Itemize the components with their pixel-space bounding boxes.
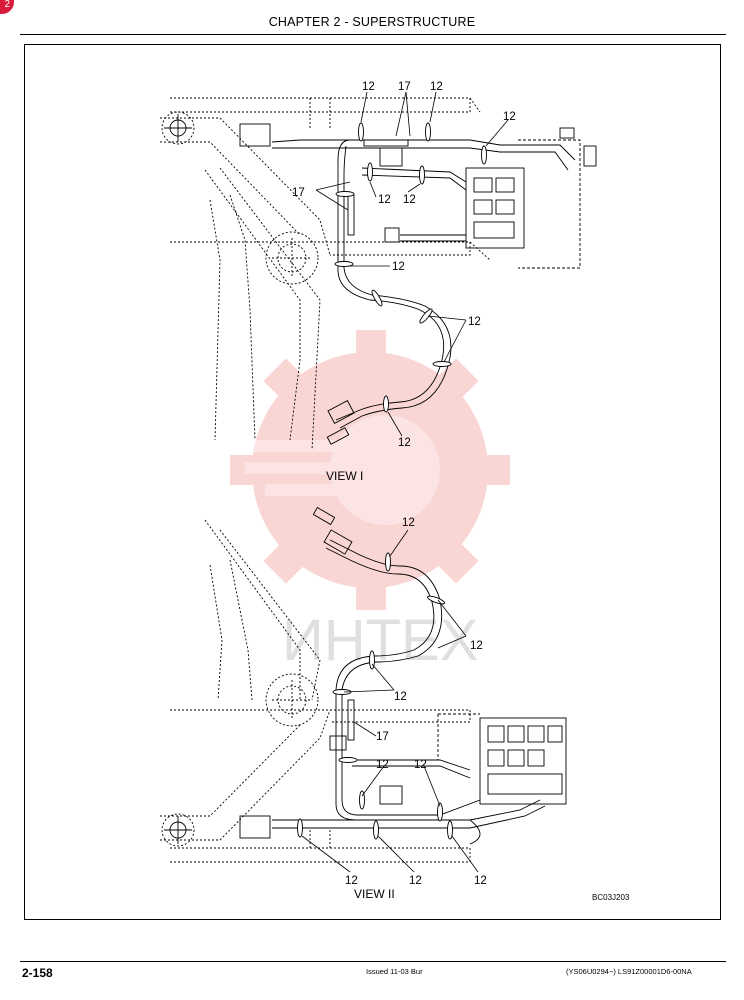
view-1-leaders — [315, 91, 509, 437]
callout-12: 12 — [430, 81, 443, 93]
view-2-callouts: 12 12 12 17 12 12 12 12 12 — [345, 517, 487, 887]
callout-12: 12 — [392, 261, 405, 273]
view-1-label: VIEW I — [326, 469, 363, 483]
figure-frame — [24, 44, 721, 920]
callout-17: 17 — [292, 187, 305, 199]
callout-12: 12 — [503, 111, 516, 123]
view-2-clamps — [297, 552, 453, 840]
header-rule — [20, 34, 726, 35]
callout-12: 12 — [409, 875, 422, 887]
callout-12: 12 — [470, 640, 483, 652]
callout-12: 12 — [362, 81, 375, 93]
view-1-callouts: 12 17 12 12 17 12 12 12 12 12 — [292, 81, 516, 449]
issue-info: Issued 11-03 Bur — [366, 967, 423, 976]
callout-12: 12 — [414, 759, 427, 771]
watermark-logo-inner — [225, 415, 440, 525]
page-number: 2-158 — [22, 966, 53, 980]
callout-12: 12 — [345, 875, 358, 887]
view-2-hose-routing — [272, 506, 546, 845]
callout-12: 12 — [474, 875, 487, 887]
watermark-text: ИНТЕХ — [282, 608, 478, 673]
view-1-pivots — [161, 111, 319, 285]
view-2-pivots — [161, 673, 319, 847]
document-code: (YS06U0294~) LS91Z00001D6-00NA — [566, 967, 692, 976]
view-2-valve-block — [239, 713, 567, 839]
footer-rule — [20, 961, 726, 962]
page-header-title: CHAPTER 2 - SUPERSTRUCTURE — [268, 15, 476, 29]
callout-12: 12 — [402, 517, 415, 529]
view-1-clamps — [334, 122, 487, 413]
view-2-frame-structure — [160, 519, 471, 863]
callout-17: 17 — [398, 81, 411, 93]
callout-12: 12 — [378, 194, 391, 206]
callout-12: 12 — [468, 316, 481, 328]
view-2-leaders — [301, 529, 479, 873]
callout-12: 12 — [403, 194, 416, 206]
callout-12: 12 — [398, 437, 411, 449]
callout-12: 12 — [394, 691, 407, 703]
view-1-valve-block — [239, 123, 597, 269]
callout-12: 12 — [376, 759, 389, 771]
callout-17: 17 — [376, 731, 389, 743]
view-2-label: VIEW II — [354, 887, 395, 901]
drawing-id: BC03J203 — [592, 893, 630, 902]
